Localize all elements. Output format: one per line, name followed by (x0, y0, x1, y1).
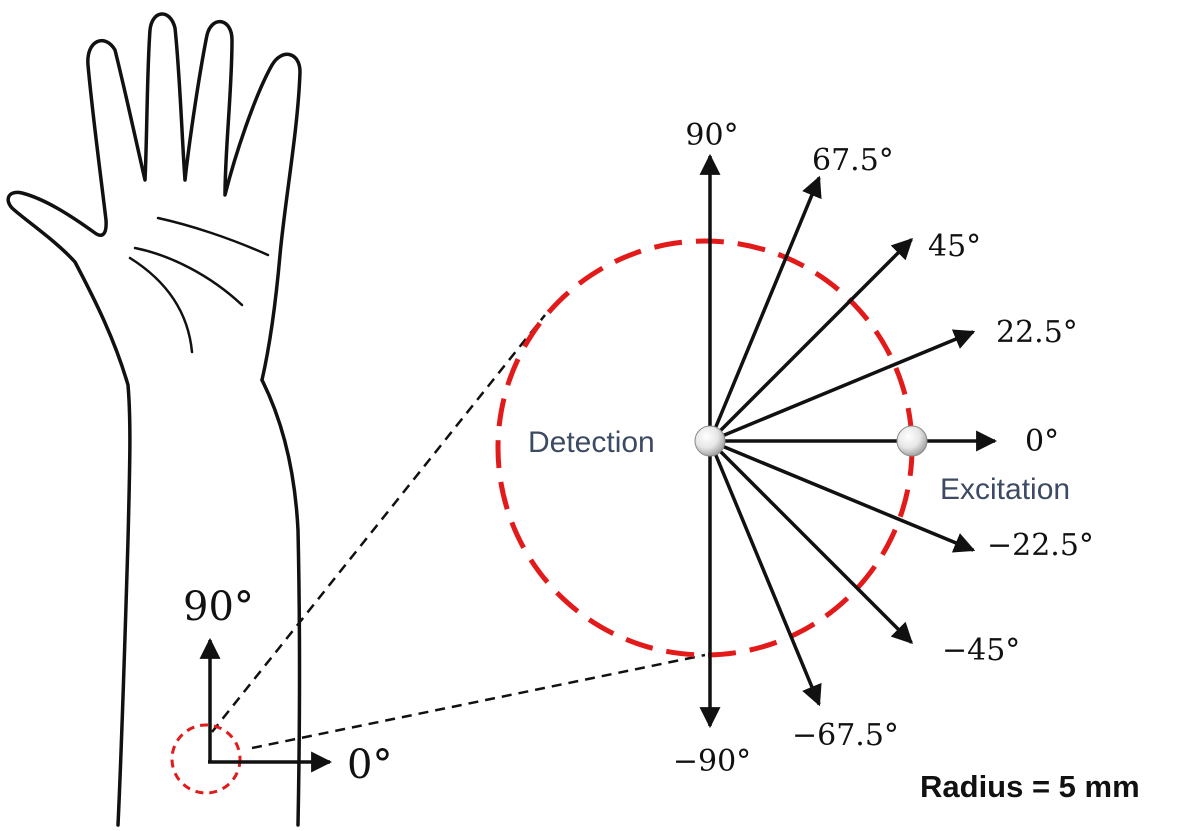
direction-label: 90° (685, 118, 738, 153)
excitation-sensor (896, 425, 928, 457)
direction-label: −90° (673, 744, 751, 779)
inset-label-90: 90° (183, 584, 254, 630)
direction-arrow (709, 439, 976, 553)
direction-arrow (709, 329, 976, 443)
palm-line-head (133, 246, 244, 307)
direction-label: −67.5° (792, 718, 899, 753)
zoom-guide-lines (211, 314, 706, 750)
inset-orientation: 90° 0° (170, 584, 392, 795)
palm-line-life (128, 256, 194, 354)
direction-label: 22.5° (996, 315, 1078, 350)
direction-label: 0° (1025, 424, 1059, 459)
excitation-label: Excitation (940, 473, 1070, 506)
direction-arrow (708, 175, 822, 442)
radius-label: Radius = 5 mm (920, 769, 1140, 804)
detection-sensor (694, 425, 726, 457)
direction-labels: 90° 67.5° 45° 22.5° 0° −22.5° −45° −67.5° −90° (673, 118, 1094, 779)
zoom-line-bottom (251, 653, 706, 750)
hand-forearm-outline (6, 12, 302, 827)
hand-left-contour (6, 12, 302, 827)
direction-label: 45° (928, 229, 981, 264)
direction-arrow (708, 238, 913, 443)
direction-arrows (699, 153, 998, 729)
inset-dashed-circle (170, 723, 242, 795)
direction-label: 67.5° (812, 143, 894, 178)
forearm-right-contour (260, 378, 302, 827)
direction-label: −22.5° (987, 528, 1094, 563)
inset-label-0: 0° (347, 742, 392, 788)
direction-arrow (708, 439, 913, 644)
direction-label: −45° (942, 633, 1020, 668)
detection-label: Detection (528, 426, 655, 459)
direction-arrow (708, 440, 822, 707)
palm-line-heart (156, 216, 270, 257)
zoom-line-top (211, 314, 546, 733)
